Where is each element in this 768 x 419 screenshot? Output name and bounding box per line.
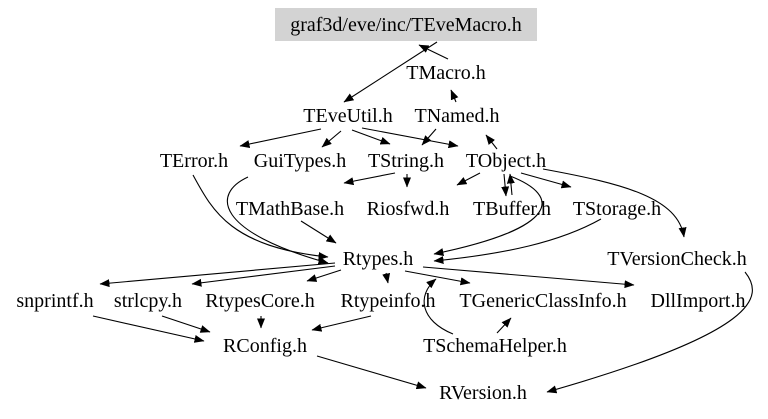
node-rtypeinfo[interactable]: Rtypeinfo.h — [341, 290, 436, 312]
edge-tobject-to-tnamed — [485, 134, 498, 150]
node-tversioncheck[interactable]: TVersionCheck.h — [607, 248, 746, 270]
edge-rtypes-to-tgenericclassinfo — [404, 270, 471, 286]
edge-guitypes-to-rtypes — [226, 176, 329, 265]
edge-rtypes-to-rtypeinfo — [382, 272, 391, 284]
node-tevemacro-box — [275, 8, 537, 41]
edge-tschemahelper-to-rtypes — [423, 278, 454, 335]
node-strlcpy[interactable]: strlcpy.h — [114, 290, 182, 312]
edge-tbuffer-to-tobject — [506, 173, 515, 196]
node-rversion[interactable]: RVersion.h — [439, 382, 527, 404]
edge-tstring-to-tmathbase — [343, 172, 396, 186]
node-tmathbase[interactable]: TMathBase.h — [236, 198, 344, 220]
node-tgenericclassinfo[interactable]: TGenericClassInfo.h — [459, 290, 626, 312]
node-tstorage[interactable]: TStorage.h — [573, 198, 661, 220]
edge-teveutil-to-tstring — [351, 129, 391, 145]
edge-rtypes-to-snprintf — [99, 262, 336, 288]
node-layer: graf3d/eve/inc/TEveMacro.hTMacro.hTEveUt… — [16, 8, 747, 404]
edge-rtypeinfo-to-rconfig — [311, 315, 372, 332]
edge-rtypes-to-strlcpy — [191, 265, 336, 287]
edge-teveutil-to-terror — [239, 128, 322, 148]
edge-tobject-to-rtypes — [433, 175, 543, 256]
node-tstring[interactable]: TString.h — [368, 150, 444, 172]
node-terror[interactable]: TError.h — [160, 150, 228, 172]
node-rtypes[interactable]: Rtypes.h — [343, 248, 414, 270]
edge-rtypes-to-rtypescore — [306, 269, 342, 282]
edge-rtypes-to-dllimport — [422, 266, 635, 289]
edge-rconfig-to-rversion — [316, 355, 427, 390]
node-rconfig[interactable]: RConfig.h — [223, 335, 307, 357]
edge-snprintf-to-rconfig — [92, 315, 205, 343]
edge-tstorage-to-rtypes — [433, 218, 602, 265]
node-tmacro[interactable]: TMacro.h — [406, 62, 485, 84]
node-snprintf[interactable]: snprintf.h — [16, 290, 93, 312]
node-dllimport[interactable]: DllImport.h — [651, 290, 746, 312]
node-tbuffer[interactable]: TBuffer.h — [473, 198, 551, 220]
node-guitypes[interactable]: GuiTypes.h — [254, 150, 346, 172]
node-tschemahelper[interactable]: TSchemaHelper.h — [423, 335, 567, 357]
edge-teveutil-to-tobject — [361, 127, 459, 149]
edge-tobject-to-riosfwd — [456, 172, 481, 186]
node-tevemacro: graf3d/eve/inc/TEveMacro.h — [290, 14, 522, 36]
node-tobject[interactable]: TObject.h — [466, 150, 546, 172]
node-riosfwd[interactable]: Riosfwd.h — [367, 198, 450, 220]
edge-tschemahelper-to-tgenericclassinfo — [496, 317, 512, 334]
node-teveutil[interactable]: TEveUtil.h — [303, 105, 392, 127]
edge-strlcpy-to-rconfig — [161, 315, 211, 333]
edge-teveutil-to-guitypes — [321, 130, 342, 148]
edge-terror-to-rtypes — [192, 174, 329, 260]
edge-tversioncheck-to-rversion — [546, 271, 753, 394]
edge-tobject-to-tversioncheck — [542, 168, 687, 238]
edge-tnamed-to-tmacro — [450, 89, 459, 103]
node-rtypescore[interactable]: RtypesCore.h — [205, 290, 314, 312]
edge-tmacro-to-tevemacro — [418, 44, 449, 60]
edge-tnamed-to-tstring — [421, 128, 437, 146]
edge-layer — [92, 41, 753, 394]
edge-tobject-to-tstorage — [520, 172, 572, 189]
edge-tobject-to-tbuffer — [501, 173, 510, 197]
node-tnamed[interactable]: TNamed.h — [415, 105, 500, 127]
edge-tmathbase-to-rtypes — [300, 220, 337, 244]
